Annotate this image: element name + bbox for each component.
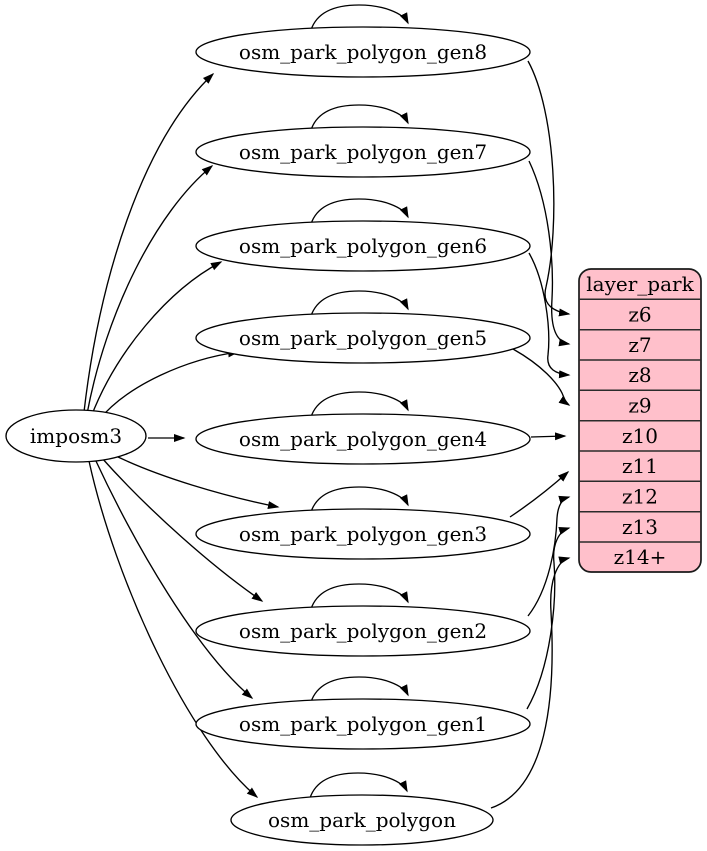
node-osm-park-polygon-gen6-shape: [195, 220, 531, 272]
edges-tables-to-layer: [490, 60, 571, 809]
edge-osm-park-polygon-gen8-to-z6: [527, 60, 571, 317]
edge-imposm3-to-osm-park-polygon-gen7: [86, 165, 214, 415]
node-osm-park-polygon-label: osm_park_polygon: [268, 808, 456, 832]
edge-osm-park-polygon-gen6-to-z8: [528, 252, 571, 379]
node-osm-park-polygon-gen1: osm_park_polygon_gen1: [195, 698, 531, 750]
node-osm-park-polygon-gen3-label: osm_park_polygon_gen3: [239, 522, 487, 546]
self-loop-osm-park-polygon: [309, 772, 408, 799]
node-osm-park-polygon-gen6: osm_park_polygon_gen6: [195, 220, 531, 272]
layer-park-row-z12: z12: [622, 485, 658, 509]
self-loop-osm-park-polygon-gen7: [310, 104, 409, 131]
edge-osm-park-polygon-gen3-to-z11: [509, 470, 570, 518]
self-loop-osm-park-polygon-gen2: [310, 583, 409, 610]
node-osm-park-polygon-gen1-label: osm_park_polygon_gen1: [239, 712, 487, 736]
node-osm-park-polygon-gen8-shape: [195, 26, 531, 78]
self-loop-osm-park-polygon-gen3: [310, 486, 409, 513]
node-osm-park-polygon-gen1-shape: [195, 698, 531, 750]
node-osm-park-polygon-gen2: osm_park_polygon_gen2: [195, 605, 531, 657]
layer-park-table: layer_park z6 z7 z8 z9 z10 z11 z12 z13 z…: [578, 268, 702, 573]
node-osm-park-polygon-gen2-label: osm_park_polygon_gen2: [239, 619, 487, 643]
self-loop-osm-park-polygon-gen1: [310, 676, 409, 703]
layer-park-row-z9: z9: [628, 394, 651, 418]
layer-park-row-z6: z6: [628, 303, 651, 327]
self-loop-edges: [309, 4, 409, 799]
edge-osm-park-polygon-gen7-to-z7: [528, 160, 571, 347]
node-osm-park-polygon-gen5: osm_park_polygon_gen5: [195, 312, 531, 364]
self-loop-osm-park-polygon-gen5: [310, 290, 409, 317]
layer-park-title: layer_park: [586, 272, 694, 296]
node-osm-park-polygon-gen6-label: osm_park_polygon_gen6: [239, 234, 487, 258]
edge-imposm3-to-osm-park-polygon-gen8: [83, 72, 215, 413]
layer-park-row-z8: z8: [628, 363, 651, 387]
node-imposm3-label: imposm3: [30, 424, 122, 448]
layer-park-row-z13: z13: [622, 515, 658, 539]
edge-imposm3-to-osm-park-polygon-gen5: [97, 349, 240, 422]
edge-imposm3-to-osm-park-polygon-gen3: [107, 451, 280, 509]
node-osm-park-polygon-gen8-label: osm_park_polygon_gen8: [239, 40, 487, 64]
node-osm-park-polygon-gen5-label: osm_park_polygon_gen5: [239, 326, 487, 350]
node-imposm3: imposm3: [5, 409, 147, 463]
layer-park-row-z14plus: z14+: [614, 545, 667, 569]
self-loop-osm-park-polygon-gen6: [310, 198, 409, 225]
node-osm-park-polygon-gen7-label: osm_park_polygon_gen7: [239, 140, 487, 164]
edge-imposm3-to-osm-park-polygon: [88, 460, 259, 798]
node-osm-park-polygon-gen3: osm_park_polygon_gen3: [195, 508, 531, 560]
node-osm-park-polygon-gen2-shape: [195, 605, 531, 657]
edge-osm-park-polygon-gen4-to-z10: [530, 432, 567, 441]
layer-park-row-z7: z7: [628, 333, 651, 357]
node-osm-park-polygon-gen4: osm_park_polygon_gen4: [195, 413, 531, 465]
edge-osm-park-polygon-to-z14plus: [490, 556, 571, 809]
node-osm-park-polygon-gen7-shape: [195, 126, 531, 178]
node-osm-park-polygon-gen4-label: osm_park_polygon_gen4: [239, 427, 487, 451]
self-loop-osm-park-polygon-gen4: [310, 391, 409, 418]
layer-park-row-z11: z11: [622, 454, 658, 478]
edge-osm-park-polygon-gen5-to-z9: [512, 348, 571, 406]
edge-imposm3-to-osm-park-polygon-gen1: [94, 458, 254, 699]
edges-imposm3-to-tables: [83, 72, 280, 798]
node-imposm3-shape: [5, 409, 147, 463]
edge-osm-park-polygon-gen2-to-z12: [527, 495, 571, 617]
edge-osm-park-polygon-gen1-to-z13: [526, 527, 571, 710]
node-osm-park-polygon-gen4-shape: [195, 413, 531, 465]
node-osm-park-polygon-gen7: osm_park_polygon_gen7: [195, 126, 531, 178]
layer-park-row-z10: z10: [622, 424, 658, 448]
edge-imposm3-to-osm-park-polygon-gen2: [100, 456, 264, 602]
self-loop-osm-park-polygon-gen8: [310, 4, 409, 31]
node-osm-park-polygon-shape: [230, 794, 494, 846]
node-osm-park-polygon-gen5-shape: [195, 312, 531, 364]
node-osm-park-polygon: osm_park_polygon: [230, 794, 494, 846]
node-osm-park-polygon-gen8: osm_park_polygon_gen8: [195, 26, 531, 78]
edge-imposm3-to-osm-park-polygon-gen6: [90, 261, 223, 418]
node-osm-park-polygon-gen3-shape: [195, 508, 531, 560]
